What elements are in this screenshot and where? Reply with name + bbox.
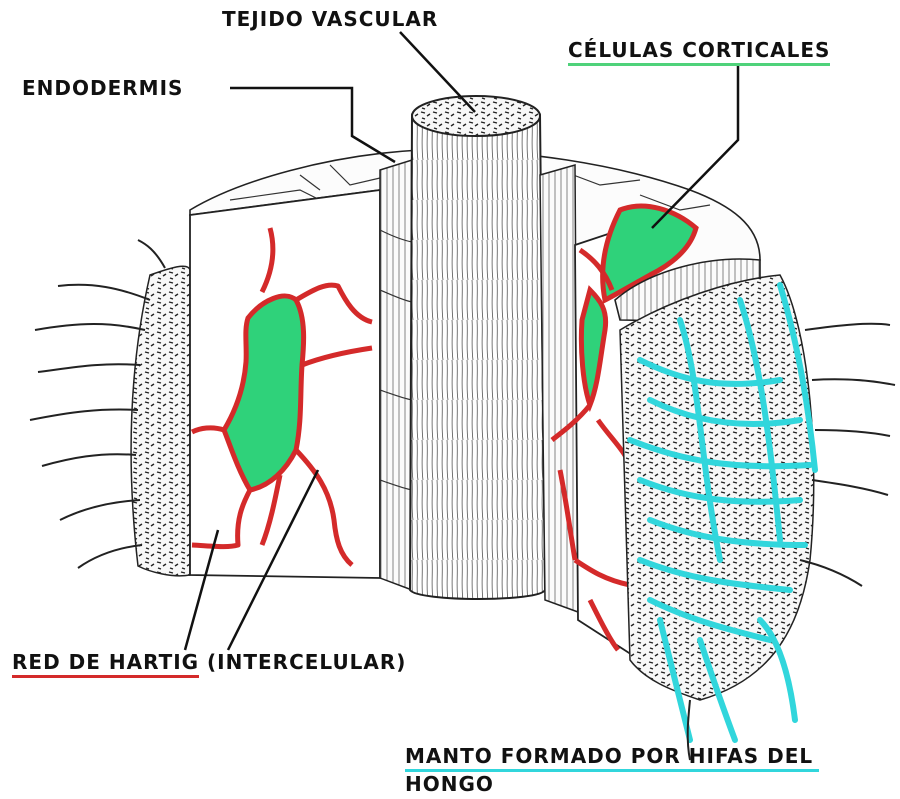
label-manto-line2: HONGO <box>405 772 494 796</box>
fungal-mantle-right <box>620 275 814 700</box>
label-endodermis: ENDODERMIS <box>22 78 183 98</box>
endodermis-strip <box>380 160 412 590</box>
label-celulas-corticales: CÉLULAS CORTICALES <box>568 40 830 66</box>
label-tejido-vascular: TEJIDO VASCULAR <box>222 9 438 29</box>
label-manto: MANTO FORMADO POR HIFAS DEL HONGO <box>405 744 819 797</box>
vascular-cylinder-top <box>412 96 540 136</box>
label-celulas-corticales-text: CÉLULAS CORTICALES <box>568 40 830 66</box>
left-mantle-edge <box>131 266 190 576</box>
leader-endodermis <box>230 88 395 162</box>
label-intercelular-text: (INTERCELULAR) <box>199 650 406 674</box>
label-red-hartig: RED DE HARTIG (INTERCELULAR) <box>12 652 406 678</box>
label-tejido-vascular-text: TEJIDO VASCULAR <box>222 7 438 31</box>
label-red-hartig-text: RED DE HARTIG <box>12 652 199 678</box>
label-manto-line1: MANTO FORMADO POR HIFAS DEL <box>405 744 819 772</box>
vascular-cylinder <box>410 104 545 599</box>
label-endodermis-text: ENDODERMIS <box>22 76 183 100</box>
